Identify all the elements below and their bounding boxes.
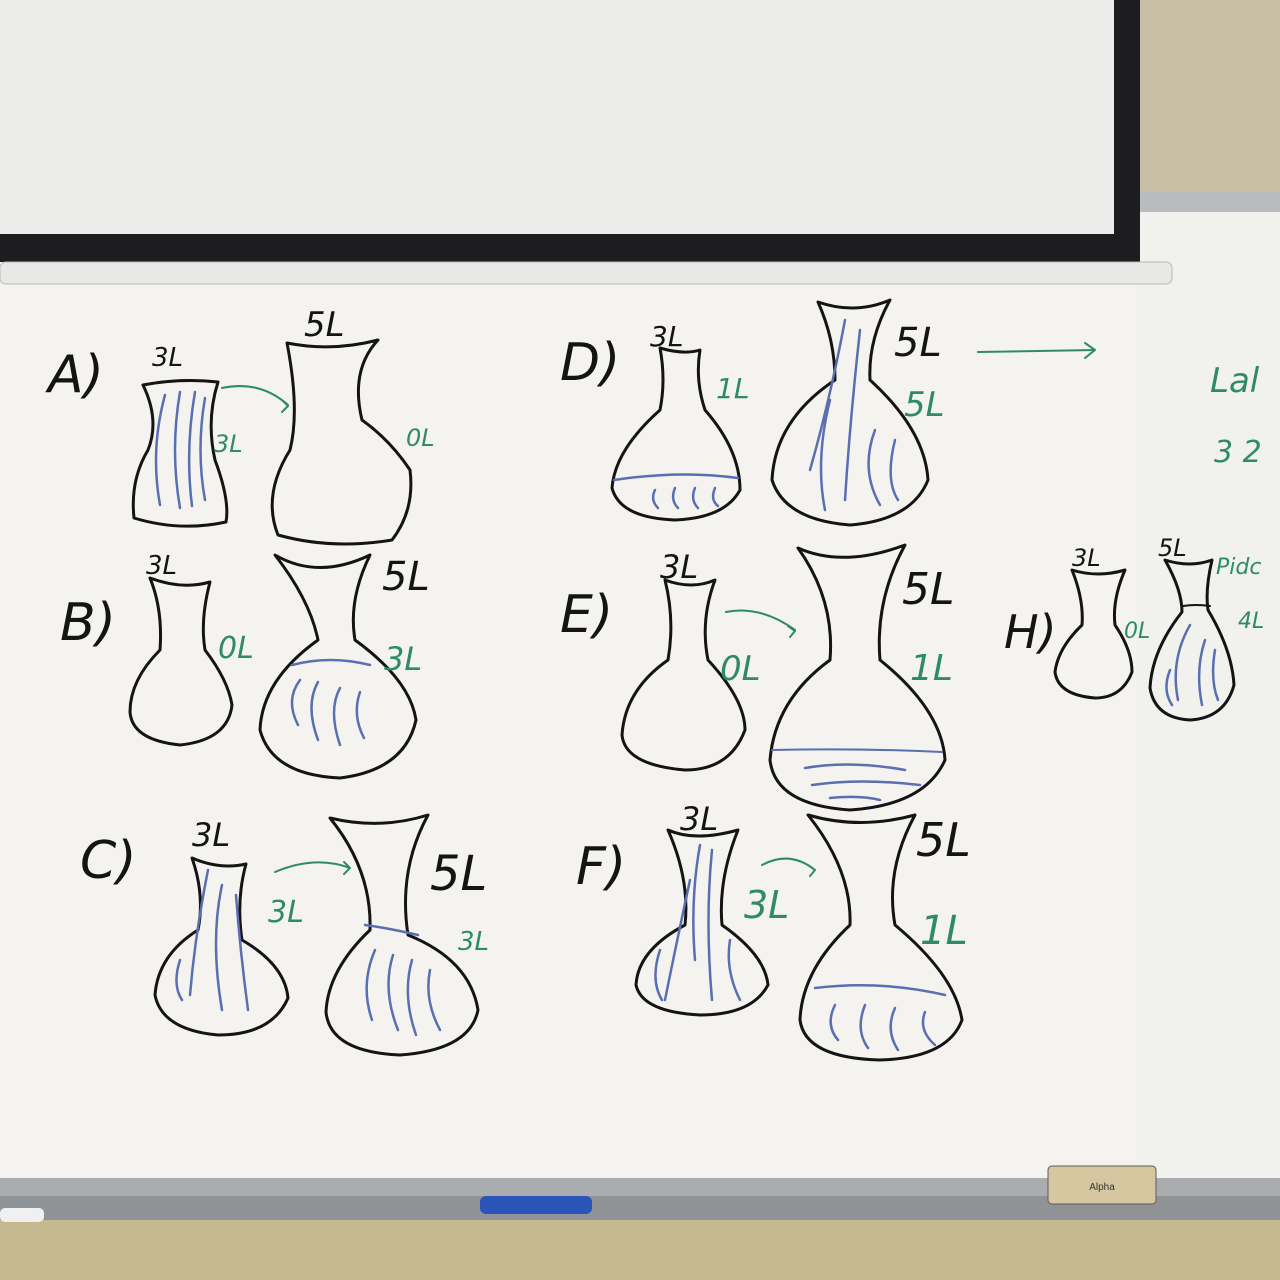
water-lines [651,486,720,510]
pour-arrow [221,385,289,413]
problem-b [128,553,418,780]
f-small-cap: 3L [680,800,718,838]
water-lines [808,318,900,512]
pour-arrow [274,861,351,875]
big-vase [1148,558,1236,722]
water-lines [654,843,742,1002]
right-word-1: Lal [1210,361,1260,401]
pour-arrow [761,857,816,877]
water-lines [154,390,207,510]
e-small-amt: 0L [720,649,761,689]
screen-roller-bar [0,261,1173,285]
wall-bottom [0,1220,1280,1280]
label-f: F) [576,837,626,897]
f-big-amt: 1L [920,908,968,954]
pour-arrow [725,609,796,638]
problem-a [131,338,413,546]
big-vase [324,813,480,1057]
c-big-amt: 3L [458,927,489,957]
h-big-amt: 4L [1238,609,1264,634]
blue-marker [480,1196,592,1214]
water-lines [1165,623,1220,707]
water-lines [290,678,366,747]
c-big-cap: 5L [430,846,487,902]
water-lines [829,1003,937,1052]
divider-line [1182,604,1211,607]
screen-bottom-border [0,234,1140,262]
b-big-cap: 5L [382,554,430,600]
water-surface [612,473,740,482]
water-lines [803,763,922,802]
problem-h [1053,558,1236,722]
marker-cap-white [0,1208,44,1222]
label-h: H) [1004,605,1057,659]
small-vase [128,576,234,747]
b-small-amt: 0L [218,631,254,666]
label-a: A) [45,345,104,405]
small-vase [1053,568,1134,700]
label-e: E) [560,585,613,645]
label-b: B) [60,593,116,653]
eraser [1047,1165,1157,1205]
label-d: D) [560,333,620,393]
a-big-cap: 5L [304,305,345,345]
whiteboard [0,262,1280,1184]
water-surface [290,658,372,667]
side-board-frame [1136,192,1280,212]
e-big-cap: 5L [902,564,955,615]
b-big-amt: 3L [384,640,422,678]
big-vase [258,553,418,780]
c-small-cap: 3L [192,816,230,854]
h-big-cap: 5L [1158,534,1187,562]
right-amount: 3 2 [1214,435,1262,470]
problem-d [610,298,1096,527]
d-big-amt: 5L [904,385,945,425]
problem-c [153,813,480,1057]
big-vase [798,813,964,1062]
water-surface [771,748,943,753]
d-small-amt: 1L [716,372,749,405]
water-surface [363,923,420,937]
f-big-cap: 5L [916,813,971,867]
arrow [977,342,1096,359]
a-small-cap: 3L [152,343,183,373]
water-lines [365,948,442,1037]
eraser-brand: Alpha [1089,1182,1115,1193]
b-small-cap: 3L [146,551,177,581]
h-small-cap: 3L [1072,544,1101,572]
side-board [1136,212,1280,1184]
problem-f [634,813,964,1062]
a-big-amt: 0L [406,424,435,452]
small-vase [610,346,742,522]
water-lines [175,868,250,1012]
d-small-cap: 3L [650,320,683,353]
c-small-amt: 3L [268,895,304,930]
e-small-cap: 3L [660,548,698,586]
big-vase [270,338,413,546]
water-surface [813,983,947,997]
small-vase [153,856,290,1037]
right-word-2: Pidc [1216,555,1261,580]
problem-e [620,543,947,812]
projector-screen [0,0,1116,236]
big-vase [768,543,947,812]
d-big-cap: 5L [894,320,942,366]
label-c: C) [80,831,137,891]
small-vase [131,379,229,528]
big-vase [770,298,930,527]
screen-right-border [1114,0,1140,262]
a-small-amt: 3L [214,430,243,458]
small-vase [620,578,747,772]
f-small-amt: 3L [744,883,789,927]
h-small-amt: 0L [1124,619,1150,644]
e-big-amt: 1L [910,648,953,689]
marker-tray [0,1178,1280,1200]
